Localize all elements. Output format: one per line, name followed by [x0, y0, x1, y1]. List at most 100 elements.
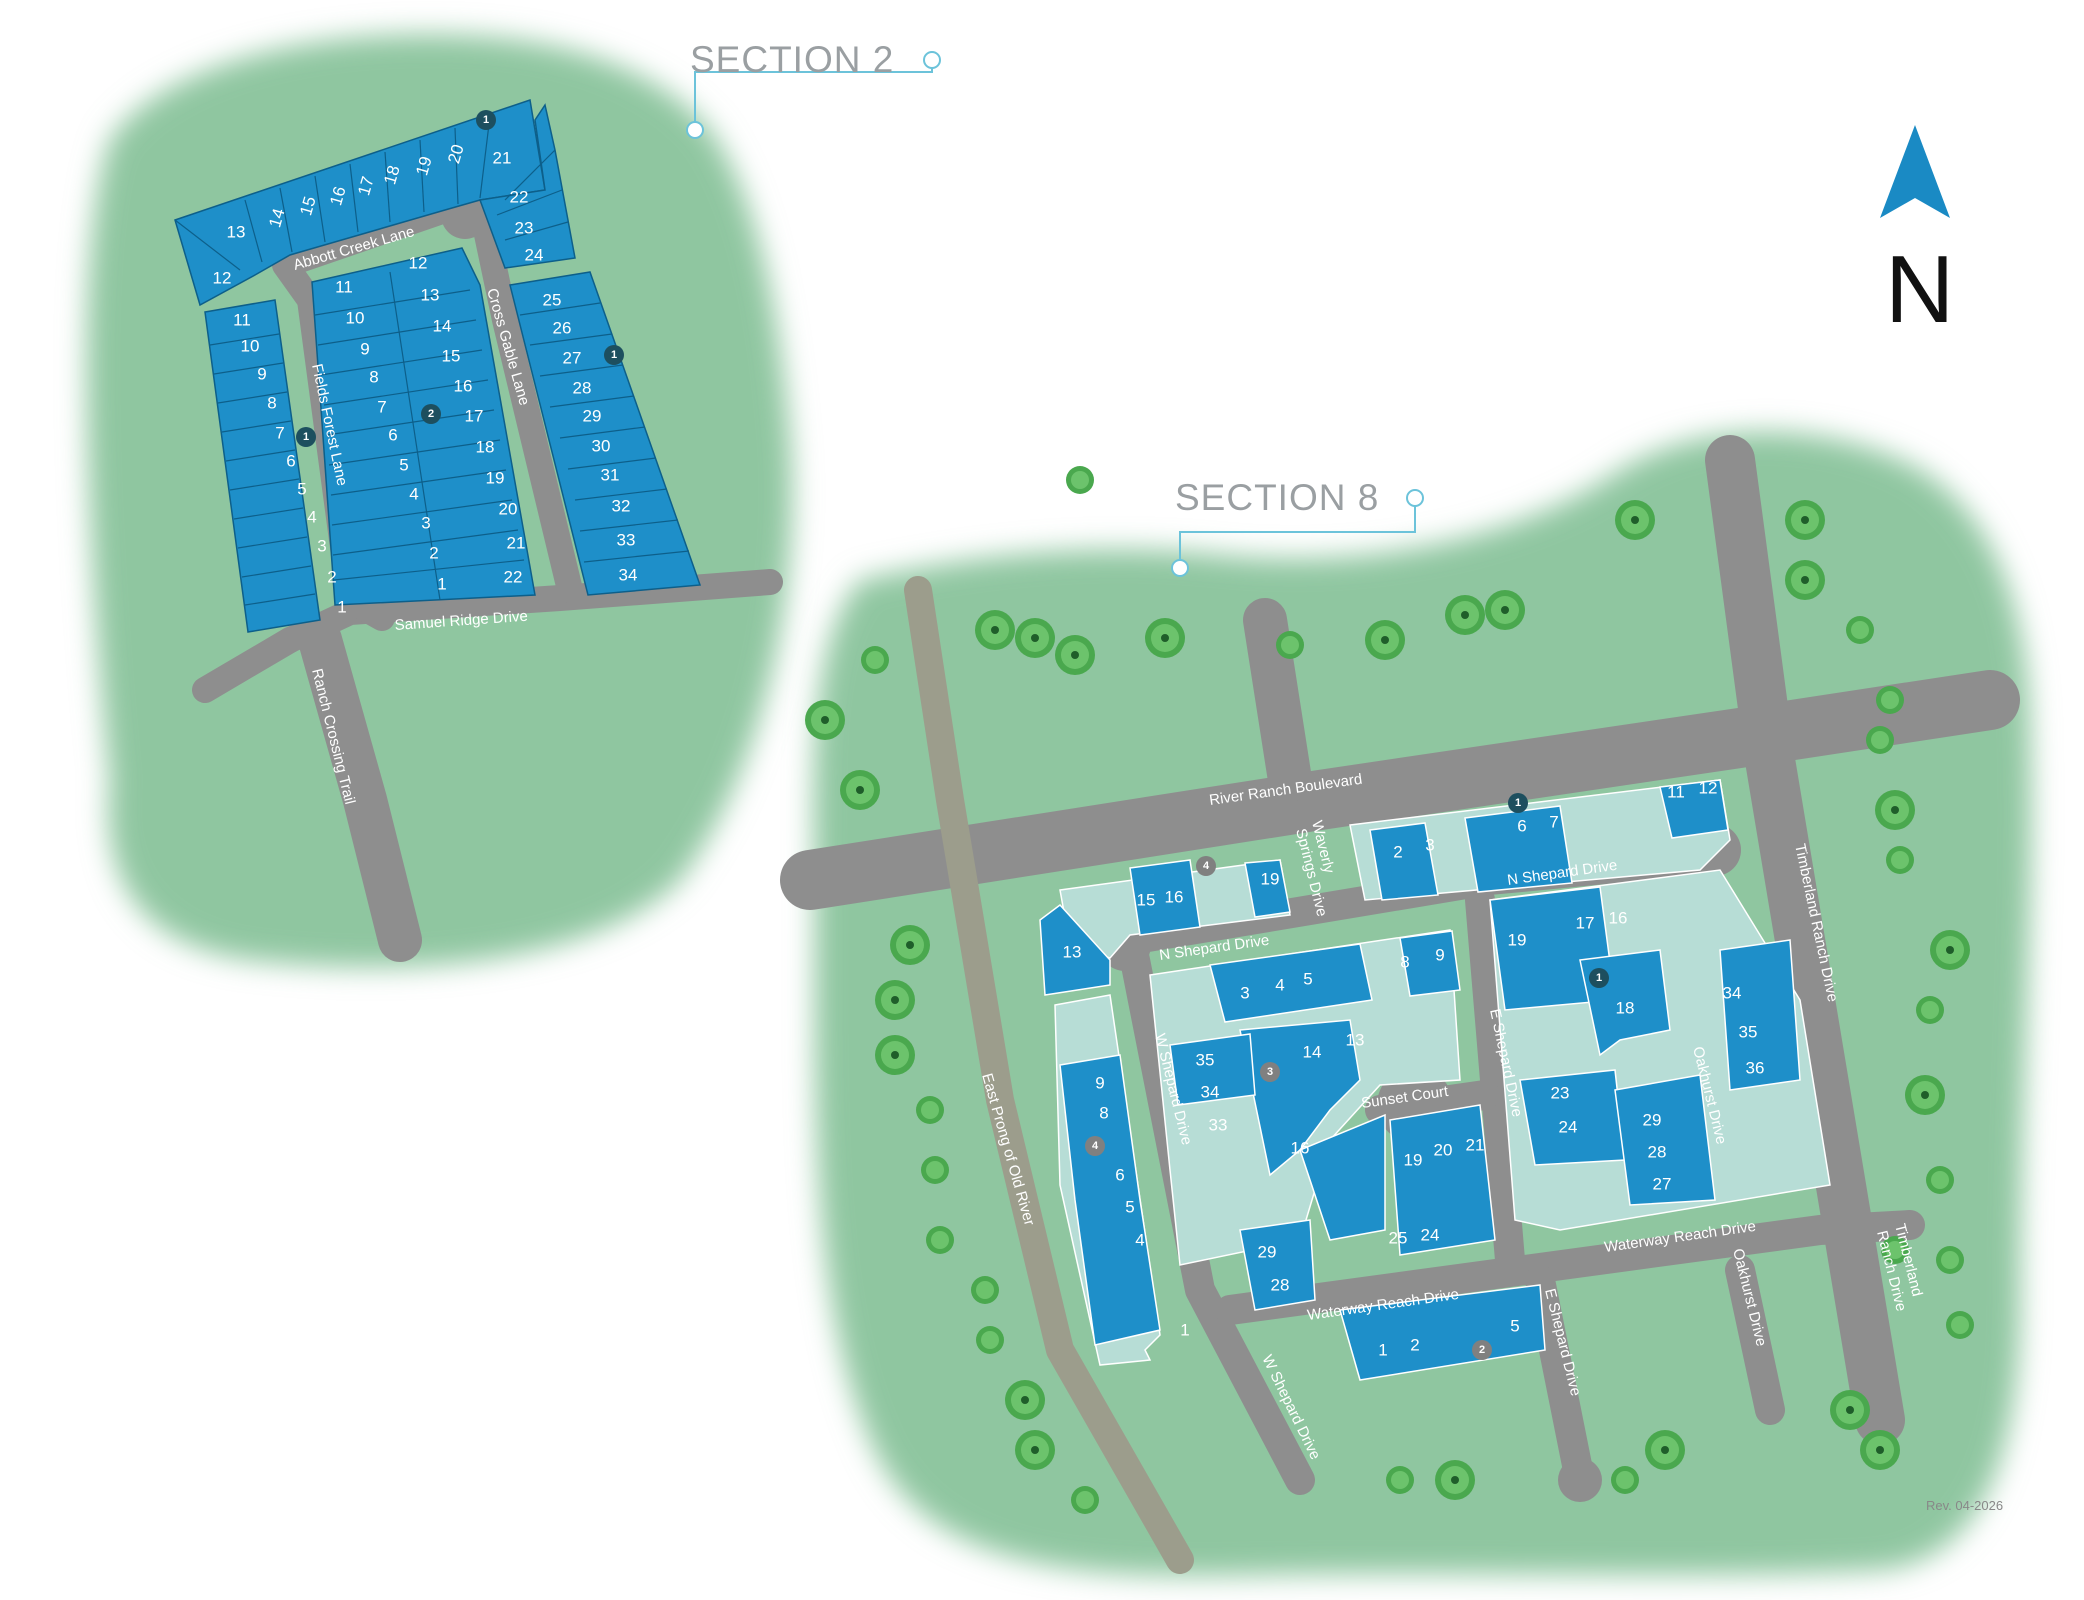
lot-number: 4 — [307, 508, 316, 527]
lot-number: 24 — [1559, 1118, 1578, 1137]
lot-number: 10 — [241, 337, 260, 356]
lot-number: 19 — [1508, 931, 1527, 950]
revision-label: Rev. 04-2026 — [1926, 1498, 2003, 1513]
lot-number: 34 — [1201, 1083, 1220, 1102]
lot-number: 18 — [476, 438, 495, 457]
lot-number: 23 — [1551, 1084, 1570, 1103]
lot-number: 35 — [1739, 1023, 1758, 1042]
lot-number: 13 — [1063, 943, 1082, 962]
lot-number: 2 — [327, 568, 336, 587]
lot-number: 2 — [1410, 1336, 1419, 1355]
marker-icon: 1 — [1589, 968, 1609, 988]
svg-text:1: 1 — [303, 431, 309, 443]
lot-number: 19 — [486, 469, 505, 488]
lot-number: 20 — [499, 500, 518, 519]
lot-number: 11 — [335, 278, 353, 297]
lot-number: 2 — [1393, 843, 1402, 862]
lot-number: 13 — [421, 286, 440, 305]
lot-number: 20 — [1434, 1141, 1453, 1160]
lot-number: 34 — [619, 566, 638, 585]
lot-number: 14 — [433, 317, 452, 336]
lot-number: 6 — [286, 452, 295, 471]
lot-number: 22 — [504, 568, 523, 587]
section-2-lots — [174, 99, 702, 633]
lot-number: 3 — [421, 514, 430, 533]
lot-number: 16 — [1291, 1139, 1310, 1158]
lot-number: 16 — [1165, 888, 1184, 907]
lot-number: 15 — [296, 194, 319, 217]
lot-number: 13 — [227, 223, 246, 242]
lot-number: 5 — [399, 456, 408, 475]
lot-number: 8 — [1099, 1104, 1108, 1123]
marker-icon: 1 — [1508, 793, 1528, 813]
lot-number: 27 — [563, 349, 582, 368]
svg-text:2: 2 — [1479, 1344, 1485, 1356]
lot-number: 15 — [1137, 891, 1156, 910]
lot-number: 25 — [1389, 1229, 1408, 1248]
lot-number: 21 — [507, 534, 526, 553]
lot-number: 9 — [1435, 946, 1444, 965]
lot-number: 9 — [1095, 1074, 1104, 1093]
lot-number: 13 — [1346, 1031, 1365, 1050]
lot-number: 6 — [1115, 1166, 1124, 1185]
marker-icon: 2 — [1472, 1340, 1492, 1360]
marker-icon: 4 — [1085, 1136, 1105, 1156]
lot-number: 33 — [617, 531, 636, 550]
lot-number: 18 — [380, 163, 403, 186]
lot-markers: 1 1 2 1 1 1 2 3 — [296, 110, 1609, 1360]
lot-number: 6 — [1517, 817, 1526, 836]
lot-number: 34 — [1723, 984, 1742, 1003]
lot-number: 11 — [233, 311, 251, 330]
svg-text:1: 1 — [1515, 797, 1521, 809]
lot-number: 29 — [1258, 1243, 1277, 1262]
lot-number: 14 — [1303, 1043, 1322, 1062]
lot-number: 4 — [1135, 1231, 1144, 1250]
lot-number: 9 — [257, 365, 266, 384]
lot-number: 16 — [1609, 909, 1628, 928]
lot-number: 19 — [1404, 1151, 1423, 1170]
lot-number: 12 — [409, 254, 428, 273]
lot-number: 29 — [1643, 1111, 1662, 1130]
lot-number: 1 — [437, 575, 446, 594]
lot-number: 15 — [442, 347, 461, 366]
section-8-label: SECTION 8 — [1175, 477, 1379, 518]
lot-number: 6 — [388, 426, 397, 445]
lot-number: 29 — [583, 407, 602, 426]
marker-icon: 2 — [421, 404, 441, 424]
lot-number: 21 — [1466, 1136, 1485, 1155]
lot-number: 20 — [444, 142, 467, 165]
marker-icon: 1 — [604, 345, 624, 365]
lot-number: 25 — [543, 291, 562, 310]
lot-number: 7 — [275, 424, 284, 443]
marker-icon: 3 — [1260, 1062, 1280, 1082]
lot-number: 9 — [360, 340, 369, 359]
lot-number: 22 — [510, 188, 529, 207]
section-2-label: SECTION 2 — [690, 39, 894, 80]
section-8-callout — [1171, 489, 1424, 577]
lot-number: 3 — [1240, 984, 1249, 1003]
lot-number: 19 — [1261, 870, 1280, 889]
lot-number: 21 — [493, 149, 512, 168]
lot-number: 30 — [592, 437, 611, 456]
lot-number: 3 — [1425, 836, 1434, 855]
lot-number: 12 — [1699, 779, 1718, 798]
lot-number: 5 — [297, 480, 306, 499]
lot-number: 1 — [337, 598, 346, 617]
lot-number: 18 — [1616, 999, 1635, 1018]
lot-number: 1 — [1180, 1321, 1189, 1340]
lot-number: 3 — [317, 537, 326, 556]
svg-text:4: 4 — [1092, 1140, 1099, 1152]
north-arrow: N — [1880, 125, 1954, 343]
lot-number: 16 — [326, 184, 349, 207]
svg-text:1: 1 — [611, 349, 617, 361]
lot-number: 33 — [1209, 1116, 1228, 1135]
svg-text:4: 4 — [1203, 860, 1210, 872]
lot-number: 5 — [1510, 1317, 1519, 1336]
svg-text:2: 2 — [428, 408, 434, 420]
lot-number: 19 — [412, 154, 435, 177]
north-label: N — [1885, 236, 1954, 343]
svg-text:1: 1 — [1596, 972, 1602, 984]
lot-number: 28 — [1271, 1276, 1290, 1295]
lot-number: 2 — [429, 544, 438, 563]
lot-number: 26 — [553, 319, 572, 338]
